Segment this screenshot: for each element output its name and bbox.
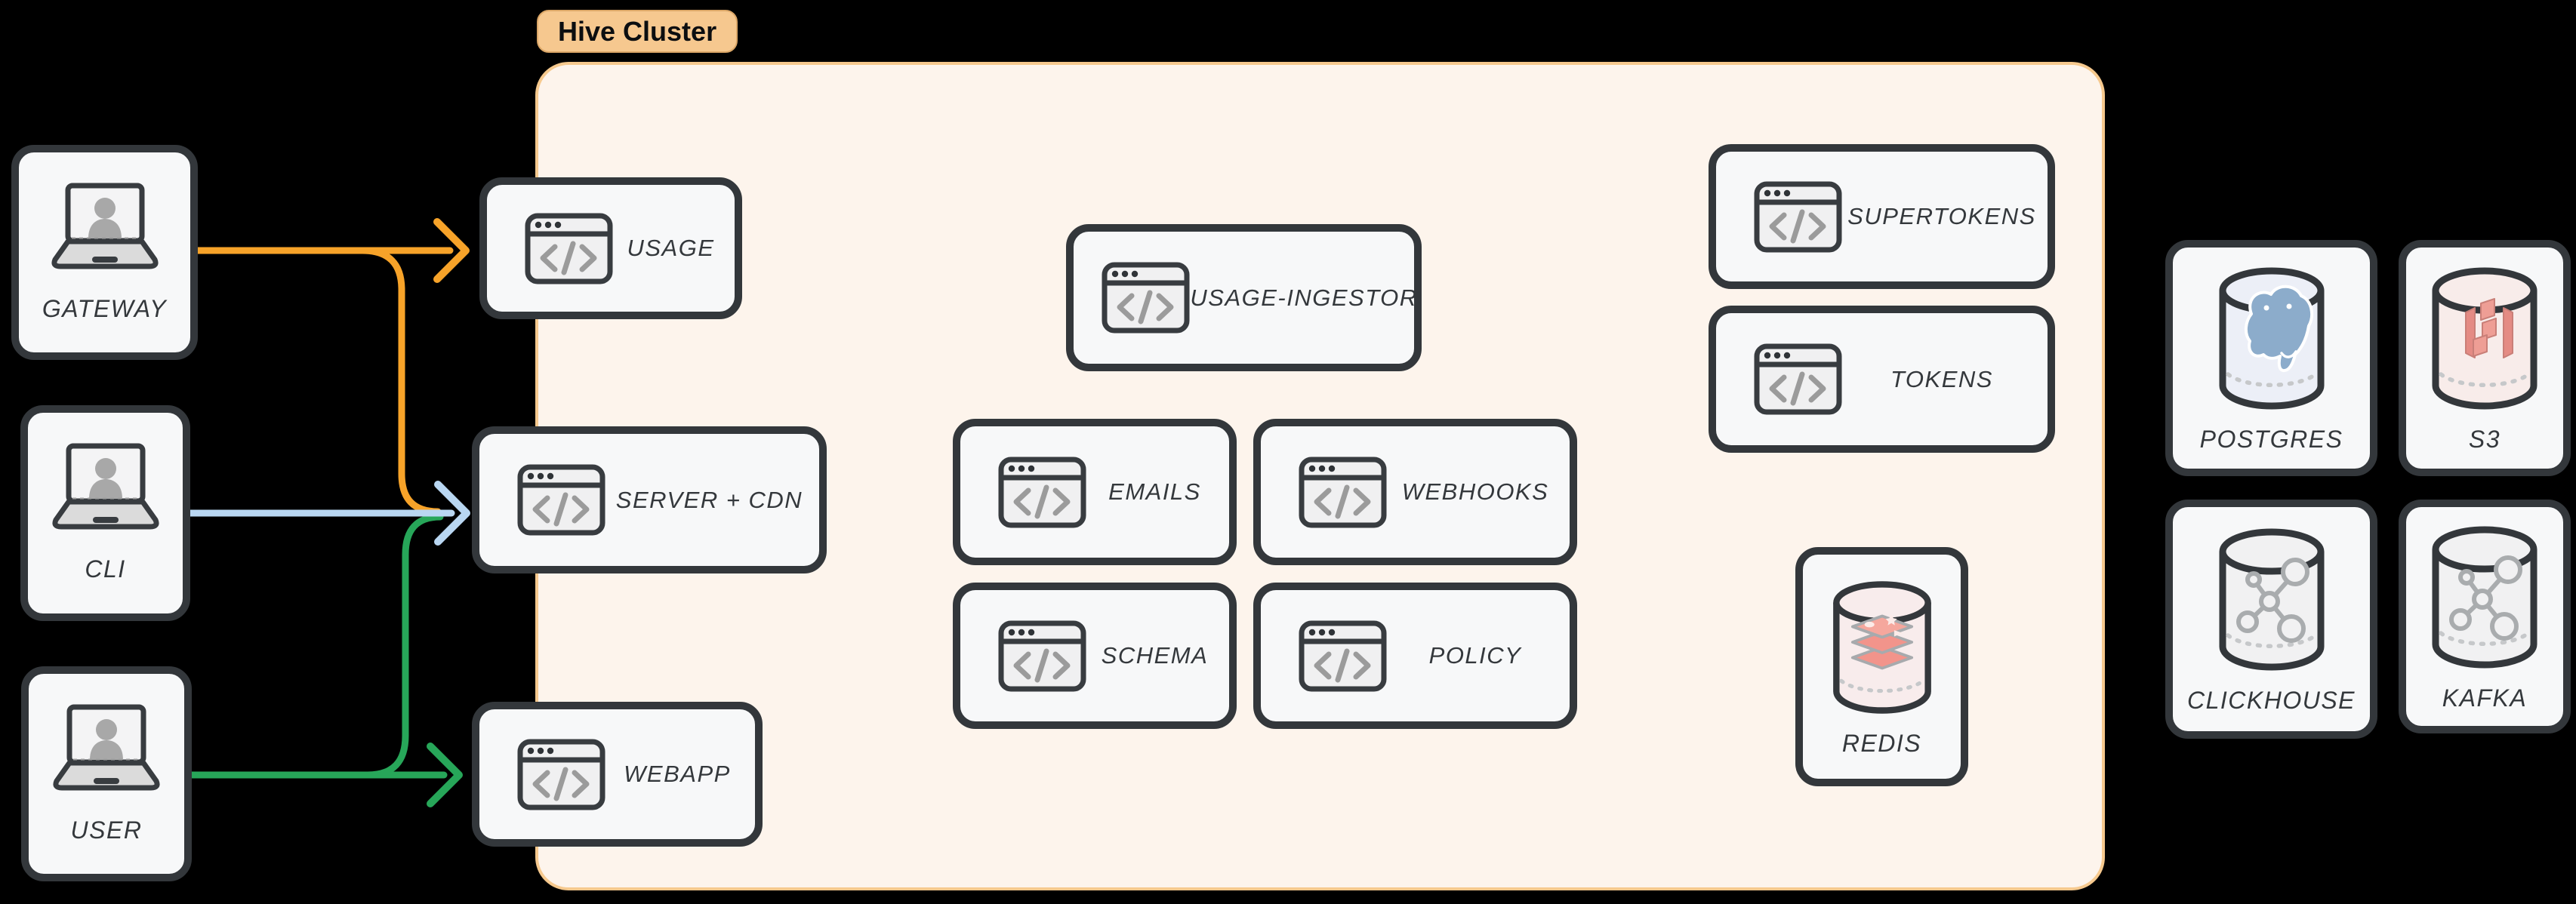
hive-cluster-label-chip: Hive Cluster xyxy=(537,10,738,53)
code-window-icon xyxy=(998,620,1086,692)
code-window-icon xyxy=(1754,343,1842,415)
code-window-icon xyxy=(1102,262,1190,334)
service-label: TOKENS xyxy=(1890,365,1993,392)
service-usage-ingestor: USAGE-INGESTOR xyxy=(1066,224,1422,371)
edge-user-webapp-arrowhead xyxy=(427,743,463,807)
client-cli: CLI xyxy=(20,405,190,621)
service-label: WEBHOOKS xyxy=(1401,478,1549,505)
laptop-user-icon xyxy=(45,443,166,537)
service-webapp: WEBAPP xyxy=(472,702,763,847)
s3-logo xyxy=(2465,298,2513,358)
service-label: WEBAPP xyxy=(624,761,731,787)
service-label: USAGE-INGESTOR xyxy=(1190,284,1418,311)
code-window-icon xyxy=(1299,457,1387,528)
code-window-icon xyxy=(525,213,613,284)
store-redis: REDIS xyxy=(1795,547,1968,786)
code-window-icon xyxy=(517,739,605,810)
laptop-user-icon xyxy=(45,183,165,277)
code-window-icon xyxy=(1754,181,1842,253)
store-postgres: POSTGRES xyxy=(2165,240,2377,476)
edge-gateway-server-cdn xyxy=(359,247,442,515)
service-supertokens: SUPERTOKENS xyxy=(1709,144,2055,289)
store-label: POSTGRES xyxy=(2199,426,2343,453)
service-label: SCHEMA xyxy=(1101,642,1209,669)
store-label: REDIS xyxy=(1841,729,1922,757)
postgres-logo xyxy=(2244,284,2313,373)
client-label: USER xyxy=(70,816,143,844)
service-tokens: TOKENS xyxy=(1709,306,2055,453)
store-label: KAFKA xyxy=(2442,684,2528,712)
service-label: SERVER + CDN xyxy=(615,486,803,513)
service-emails: EMAILS xyxy=(953,419,1237,565)
client-label: GATEWAY xyxy=(42,294,168,322)
service-usage: USAGE xyxy=(479,177,742,319)
edge-user-server-cdn xyxy=(364,513,444,779)
service-label: USAGE xyxy=(627,235,715,261)
laptop-user-icon xyxy=(46,704,167,798)
hive-cluster-label: Hive Cluster xyxy=(558,15,717,47)
store-s3: S3 xyxy=(2399,240,2571,476)
edge-cli-server-cdn-arrowhead xyxy=(434,481,470,546)
service-webhooks: WEBHOOKS xyxy=(1253,419,1577,565)
service-label: POLICY xyxy=(1428,642,1522,669)
service-policy: POLICY xyxy=(1253,583,1577,729)
redis-logo xyxy=(1850,614,1913,669)
store-label: S3 xyxy=(2468,426,2501,453)
client-label: CLI xyxy=(85,555,126,583)
clickhouse-database-icon xyxy=(2215,524,2328,675)
client-user: USER xyxy=(21,666,192,881)
postgres-database-icon xyxy=(2215,263,2328,414)
edge-gateway-usage-arrowhead xyxy=(433,218,470,283)
store-kafka: KAFKA xyxy=(2399,500,2571,733)
service-label: SUPERTOKENS xyxy=(1847,203,2036,229)
service-schema: SCHEMA xyxy=(953,583,1237,729)
code-window-icon xyxy=(998,457,1086,528)
service-server-cdn: SERVER + CDN xyxy=(472,426,827,573)
store-clickhouse: CLICKHOUSE xyxy=(2165,500,2377,739)
kafka-database-icon xyxy=(2428,521,2541,672)
code-window-icon xyxy=(1299,620,1387,692)
s3-database-icon xyxy=(2428,263,2541,414)
service-label: EMAILS xyxy=(1108,478,1201,505)
redis-database-icon xyxy=(1829,577,1935,718)
code-window-icon xyxy=(517,464,605,536)
client-gateway: GATEWAY xyxy=(11,145,198,360)
store-label: CLICKHOUSE xyxy=(2186,687,2356,714)
